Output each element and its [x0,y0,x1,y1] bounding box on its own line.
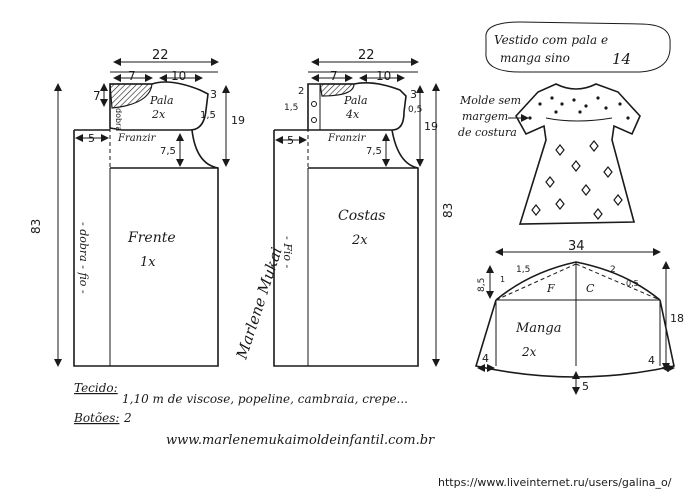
back-neckline-hatch [319,83,355,97]
front-shoulder-drop-text: 3 [210,88,217,101]
back-grain-label: - Fio - [281,236,294,268]
back-neck-text: 2 [298,86,304,97]
sleeve-cap-back-guide [575,263,661,301]
dress-flower-print [531,140,623,220]
back-yoke-qty: 4x [345,108,360,121]
site-url: www.marlenemukaimoldeinfantil.com.br [166,433,435,448]
back-neck-width-text: 7 [330,69,338,83]
front-total-length-text: 83 [29,219,43,234]
back-offset-text: 5 [287,134,294,147]
sleeve-cap-front-guide [495,263,577,301]
sleeve-flare-left-text: 4 [482,352,489,365]
back-button-text: 1,5 [284,103,298,113]
dress-outline [515,83,641,225]
back-gather-label: Franzir [327,133,367,144]
back-button-top [311,101,317,107]
back-body-outline [273,129,419,367]
front-yoke-qty: 2x [151,108,166,121]
sleeve-length-text: 18 [670,312,684,325]
front-piece: 22 7 10 Pala 2x dobra 7 3 1,5 19 5 Franz… [29,48,245,367]
front-neckline-hatch [109,83,153,109]
back-yoke-label: Pala [343,94,368,107]
sleeve-piece-label: Manga [515,321,562,336]
back-yoke-outline [307,82,407,131]
dress-dots [528,96,630,120]
sleeve-front-label: F [546,282,555,295]
back-width-text: 22 [358,48,375,63]
sleeve-hem-text: 5 [582,380,589,393]
sleeve-width-text: 34 [568,239,585,254]
sleeve-piece-qty: 2x [521,345,537,359]
sleeve-right-small-text: 0,5 [626,279,639,288]
dress-yoke-seam [545,117,613,122]
front-grain-label: - dobra - fio - [77,222,90,294]
title-line-1: Vestido com pala e [494,33,608,47]
sleeve-left-curve-text: 1,5 [516,265,530,275]
note-line-1: Molde sem [459,94,521,107]
sleeve-back-label: C [586,282,595,295]
sleeve-body-outline [474,299,675,378]
front-width-text: 22 [152,48,169,63]
title-line-2: manga sino [500,51,570,65]
sleeve-piece: 34 F C Manga 2x 8,5 1,5 2 0,5 1 18 4 4 5 [474,239,684,395]
buttons-label: Botões: [73,411,119,425]
front-gather-label: Franzir [117,133,157,144]
front-shoulder-width-text: 10 [171,69,186,83]
fabric-text: 1,10 m de viscose, popeline, cambraia, c… [122,392,408,406]
note-line-3: de costura [458,126,517,139]
front-arm-depth-text: 7,5 [160,146,176,157]
sleeve-left-edge-text: 1 [500,275,505,284]
back-arm-depth-text: 7,5 [366,146,382,157]
buttons-value: 2 [123,411,132,425]
front-arm-text: 1,5 [200,110,216,121]
watermark-url: https://www.liveinternet.ru/users/galina… [438,476,672,489]
front-yoke-outline [109,81,209,131]
dress-illustration [515,83,641,225]
sleeve-flare-right-text: 4 [648,354,655,367]
back-button-bottom [311,117,317,123]
note-line-2: margem [462,110,508,123]
back-piece-label: Costas [338,208,385,224]
front-offset-text: 5 [88,132,95,145]
back-total-length-text: 83 [441,203,455,218]
front-body-outline [73,129,219,367]
front-piece-qty: 1x [140,255,156,270]
sleeve-cap-height-text: 8,5 [477,278,487,292]
front-side-text: 19 [231,114,245,127]
back-piece: 22 7 10 Pala 4x 2 1,5 3 0,5 19 5 Franzir… [273,48,455,367]
title-bubble-outline [485,21,671,73]
back-arm-text: 0,5 [408,105,422,115]
back-shoulder-width-text: 10 [376,69,391,83]
designer-signature: Marlene Mukai [232,245,285,362]
back-shoulder-text: 3 [410,88,417,101]
front-yoke-label: Pala [149,94,174,107]
front-fold-label: dobra [114,108,123,131]
front-neck-drop-text: 7 [93,89,101,103]
front-neck-width-text: 7 [128,69,136,83]
front-piece-label: Frente [127,230,176,246]
size-number: 14 [612,50,631,68]
sleeve-right-curve-text: 2 [610,265,616,275]
title-bubble: Vestido com pala e manga sino 14 [485,21,671,73]
fabric-label: Tecido: [74,381,118,395]
back-piece-qty: 2x [351,233,368,248]
